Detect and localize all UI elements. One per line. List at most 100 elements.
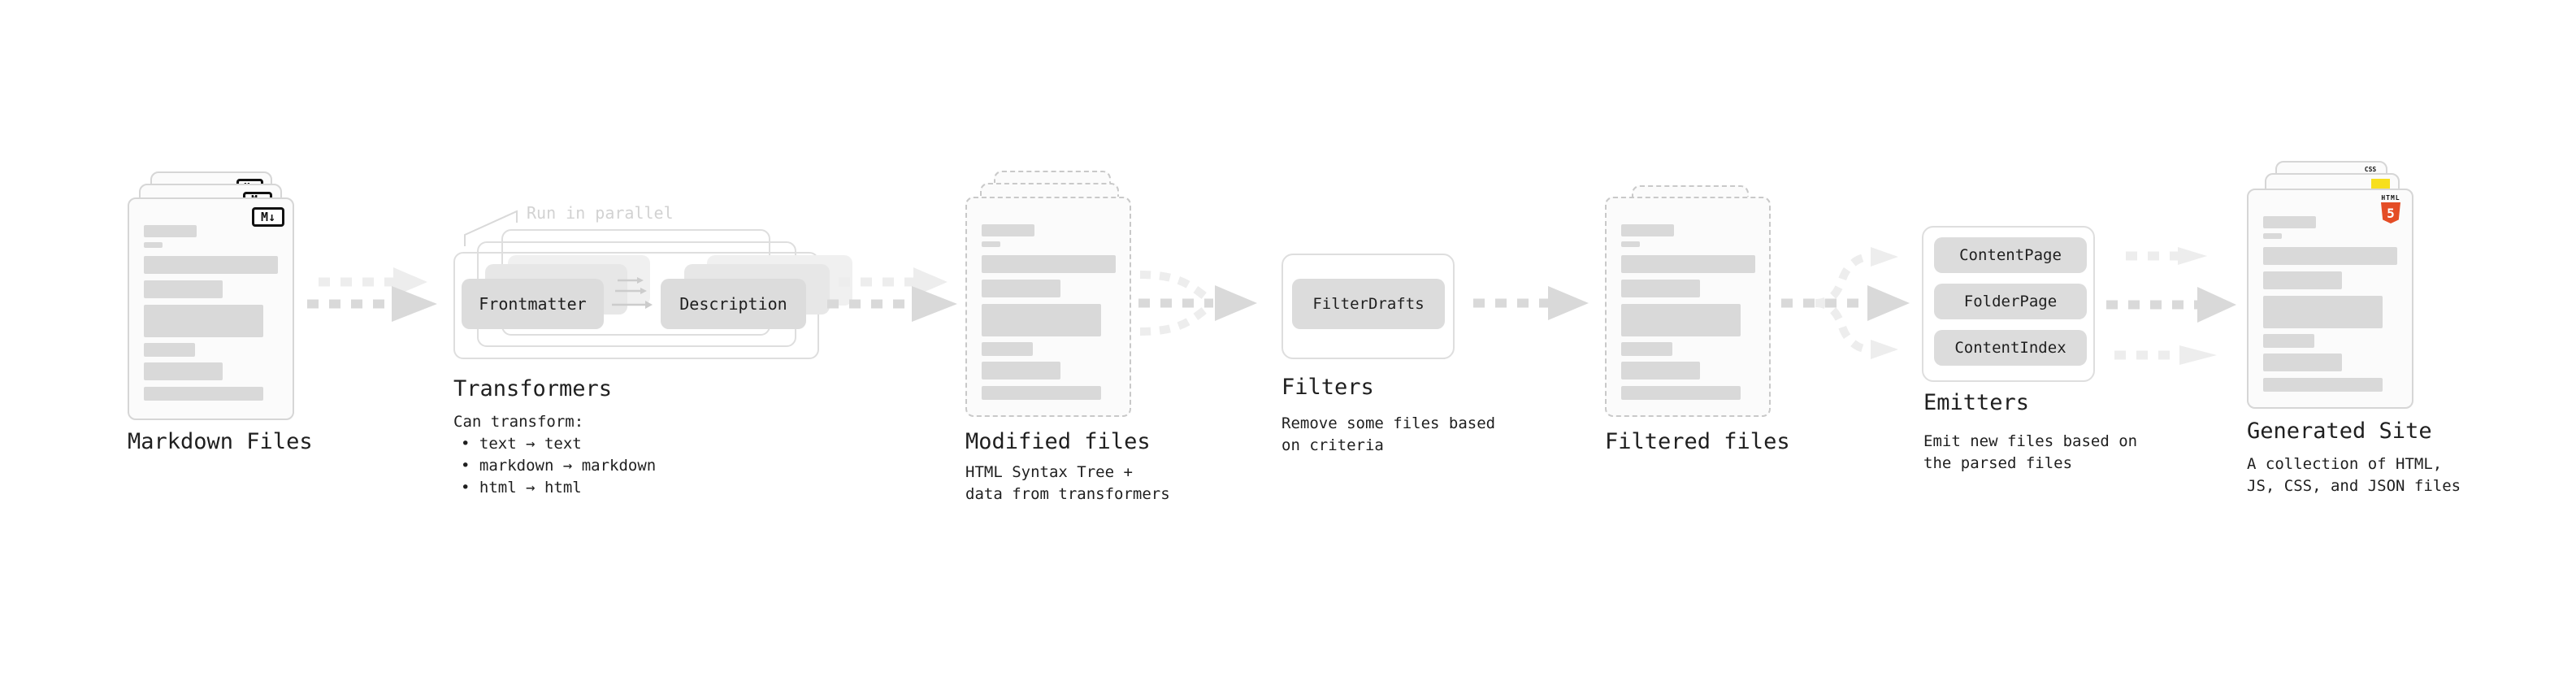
arrow-filters-to-filtered [1473, 286, 1589, 320]
js-icon [2371, 179, 2390, 191]
arrow-folderpage-to-site [2106, 287, 2236, 323]
modified-file-card-front [965, 197, 1131, 417]
html5-icon-label: HTML [2381, 194, 2400, 202]
doc-text-bar [144, 387, 263, 401]
pill-contentindex: ContentIndex [1934, 330, 2087, 366]
markdown-icon-glyph: M↓ [260, 210, 276, 224]
arrow-contentpage-to-site [2126, 247, 2207, 265]
bullet-item: • html → html [461, 479, 582, 497]
filtered-file-card-front [1605, 197, 1771, 417]
run-in-parallel-leader-line [464, 210, 518, 246]
pill-filterdrafts: FilterDrafts [1292, 279, 1445, 329]
arrowhead-ghost [2178, 247, 2207, 265]
stage-title-transformers: Transformers [453, 376, 613, 401]
arrow-modified-to-filters-fan-in [1138, 271, 1257, 336]
site-file-card-html: HTML 5 [2247, 189, 2413, 409]
fan-out-top-arrowhead [1871, 247, 1898, 267]
fan-in-bottom-line [1139, 306, 1208, 336]
stage-title-modified-files: Modified files [965, 429, 1151, 454]
doc-text-bar [982, 386, 1101, 400]
arrowhead [1867, 285, 1910, 321]
arrowhead-ghost [913, 267, 948, 297]
fan-out-bottom-arrowhead [1871, 340, 1898, 359]
fan-in-top-line [1139, 271, 1208, 300]
doc-text-bar [2263, 271, 2342, 289]
description-line: A collection of HTML, [2247, 455, 2443, 473]
doc-text-bar [144, 362, 223, 380]
doc-text-bar [982, 304, 1101, 336]
stage-title-generated-site: Generated Site [2247, 419, 2432, 444]
doc-text-bar [982, 342, 1033, 356]
flow-arrowhead [637, 277, 644, 284]
doc-text-bar [144, 343, 195, 357]
arrowhead-ghost [393, 267, 427, 297]
generated-site-description: A collection of HTML, JS, CSS, and JSON … [2247, 453, 2461, 497]
filters-description: Remove some files based on criteria [1281, 413, 1495, 457]
doc-text-bar [144, 256, 278, 274]
description-line: Remove some files based [1281, 414, 1496, 432]
run-in-parallel-annotation: Run in parallel [527, 203, 674, 223]
doc-text-bar [2263, 354, 2342, 371]
arrowhead [2197, 287, 2236, 323]
emitters-description: Emit new files based on the parsed files [1923, 431, 2137, 475]
doc-text-bar [2263, 378, 2383, 392]
doc-text-bar [2263, 216, 2316, 228]
arrow-markdown-to-transformers [307, 267, 437, 322]
arrow-contentindex-to-site [2114, 345, 2217, 365]
description-line: data from transformers [965, 485, 1170, 503]
stage-title-filters: Filters [1281, 375, 1374, 400]
doc-text-bar [982, 255, 1116, 273]
doc-text-bar [1621, 280, 1700, 297]
transformers-description: Can transform: • text → text • markdown … [453, 411, 656, 499]
arrowhead [1215, 285, 1257, 321]
html5-icon: HTML 5 [2381, 194, 2400, 223]
arrowhead [392, 286, 437, 322]
leader-line [464, 210, 518, 246]
pill-folderpage: FolderPage [1934, 284, 2087, 319]
fan-out-bottom-line [1815, 299, 1871, 354]
transformer-flow-arrows [612, 277, 653, 309]
bullet-item: • markdown → markdown [461, 457, 657, 475]
markdown-icon: M↓ [252, 207, 284, 227]
html5-icon-number: 5 [2387, 205, 2395, 221]
doc-text-bar [1621, 224, 1674, 236]
transformers-bullet-list: • text → text • markdown → markdown • ht… [453, 433, 656, 499]
description-line: JS, CSS, and JSON files [2247, 477, 2461, 495]
flow-arrowhead [645, 301, 653, 309]
pill-frontmatter: Frontmatter [462, 279, 604, 329]
bullet-item: • text → text [461, 435, 582, 453]
doc-text-bar [982, 224, 1034, 236]
doc-text-bar [144, 280, 223, 298]
doc-text-bar [982, 280, 1060, 297]
transformers-description-heading: Can transform: [453, 413, 584, 431]
stage-title-markdown-files: Markdown Files [128, 429, 313, 454]
html5-icon-shield: 5 [2381, 202, 2400, 223]
arrow-transformers-to-modified [827, 267, 957, 322]
css-icon-label: CSS [2364, 166, 2377, 173]
modified-files-description: HTML Syntax Tree + data from transformer… [965, 462, 1170, 505]
doc-text-bar [2263, 296, 2383, 328]
stage-title-emitters: Emitters [1923, 390, 2030, 415]
description-line: Emit new files based on [1923, 432, 2138, 450]
doc-text-bar [1621, 241, 1640, 247]
doc-text-bar [144, 225, 197, 237]
markdown-file-card-front: M↓ [128, 197, 294, 420]
flow-arrowhead [640, 288, 647, 294]
doc-text-bar [982, 362, 1060, 380]
doc-text-bar [2263, 233, 2282, 239]
doc-text-bar [1621, 255, 1755, 273]
doc-text-bar [982, 241, 1000, 247]
arrow-filtered-to-emitters-fan-out [1781, 247, 1910, 359]
doc-text-bar [144, 242, 163, 248]
doc-text-bar [1621, 342, 1672, 356]
doc-text-bar [2263, 334, 2314, 348]
stage-title-filtered-files: Filtered files [1605, 429, 1790, 454]
arrowhead [1548, 286, 1589, 320]
description-line: on criteria [1281, 436, 1384, 454]
doc-text-bar [2263, 247, 2397, 265]
pill-description: Description [661, 279, 806, 329]
doc-text-bar [144, 305, 263, 337]
doc-text-bar [1621, 304, 1741, 336]
arrowhead-ghost [2179, 345, 2217, 365]
